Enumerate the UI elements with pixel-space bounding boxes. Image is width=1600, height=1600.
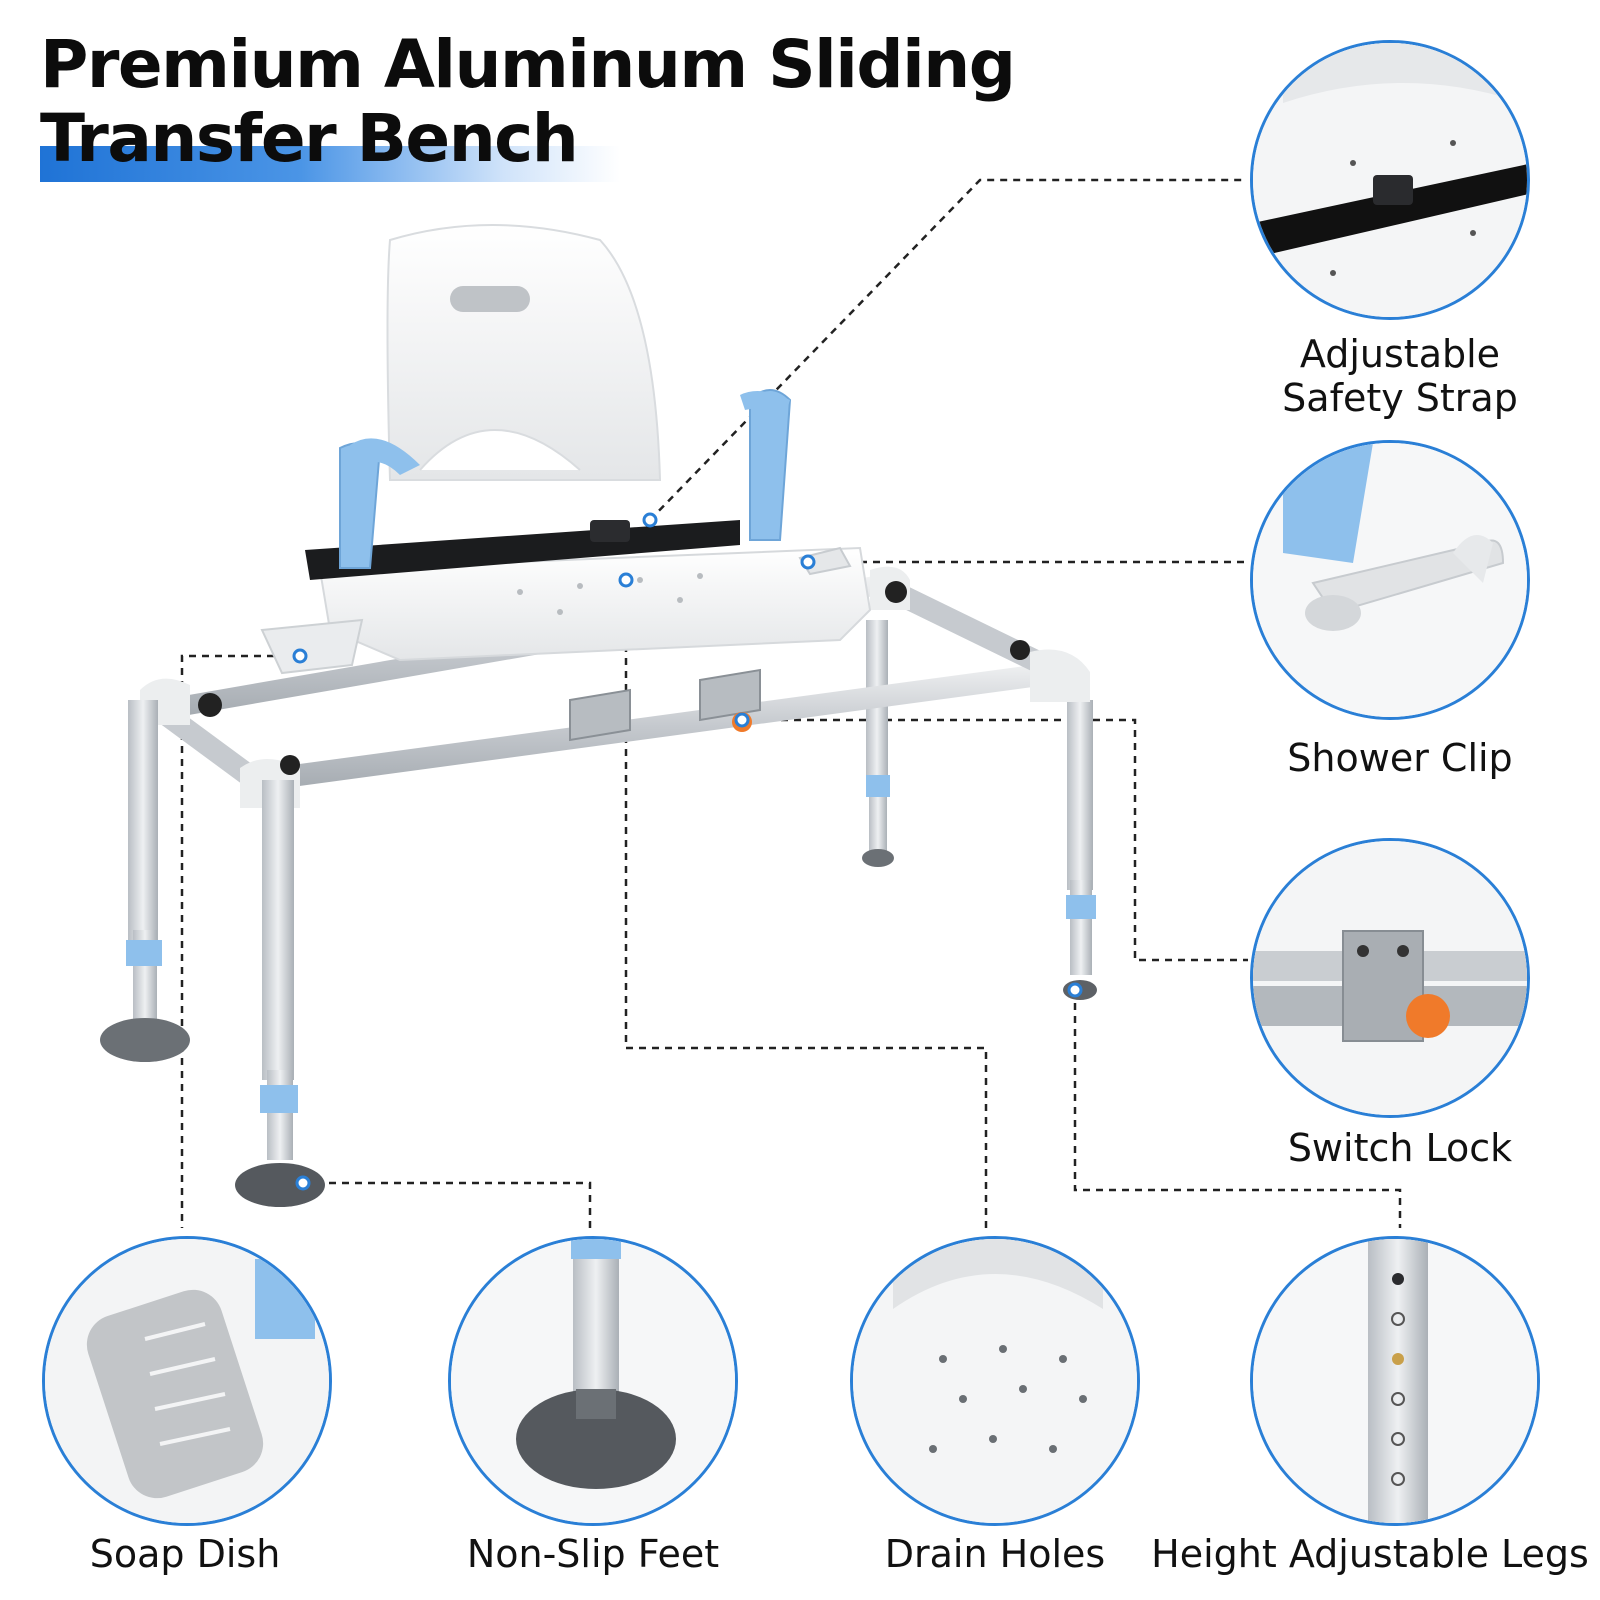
leader-switch-lock [742,718,1248,962]
marker-height-legs [1067,982,1083,998]
title-highlight-bar [40,146,620,182]
callout-non-slip-feet [448,1236,738,1526]
label-shower-clip: Shower Clip [1287,736,1513,780]
callout-soap-dish [42,1236,332,1526]
marker-drain-holes [618,572,634,588]
marker-switch-lock [734,712,750,728]
front-legs [100,700,325,1207]
label-safety-strap: Adjustable Safety Strap [1282,332,1518,420]
page-title: Premium Aluminum Sliding Transfer Bench [40,26,1016,177]
bench-seat [260,224,872,675]
title-line-1: Premium Aluminum Sliding [40,26,1016,103]
marker-non-slip-feet [295,1175,311,1191]
title-line-2: Transfer Bench [40,100,579,177]
marker-shower-clip [800,554,816,570]
label-non-slip-feet: Non-Slip Feet [466,1532,720,1576]
marker-soap-dish [292,648,308,664]
label-switch-lock: Switch Lock [1287,1126,1513,1170]
label-height-legs: Height Adjustable Legs [1151,1532,1589,1576]
leader-drain-holes [624,580,988,1228]
marker-dots [292,512,1083,1191]
label-soap-dish: Soap Dish [89,1532,281,1576]
leader-safety-strap [649,178,1245,521]
callout-switch-lock [1250,838,1530,1118]
label-drain-holes: Drain Holes [884,1532,1106,1576]
marker-safety-strap [642,512,658,528]
callout-safety-strap [1250,40,1530,320]
callout-shower-clip [1250,440,1530,720]
callout-drain-holes [850,1236,1140,1526]
slider-carriage [569,668,761,742]
callout-height-legs [1250,1236,1540,1526]
leader-non-slip-feet [303,1181,592,1228]
